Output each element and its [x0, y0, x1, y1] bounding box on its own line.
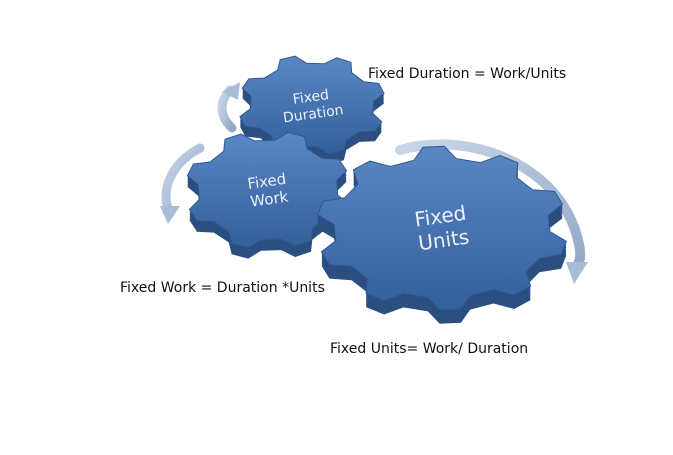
caption-fixed-work: Fixed Work = Duration *Units [120, 280, 325, 296]
gear-label-work: Fixed [246, 170, 287, 193]
caption-fixed-units: Fixed Units= Work/ Duration [330, 341, 529, 357]
caption-fixed-duration: Fixed Duration = Work/Units [368, 66, 567, 82]
arrow-duration-up [217, 82, 240, 133]
gear-face [186, 131, 350, 249]
gear-face [239, 55, 385, 155]
arrow-work-left [160, 143, 205, 224]
gear-label-duration: Fixed [292, 87, 330, 108]
gear-label-work: Work [249, 188, 289, 211]
gear-face [317, 145, 567, 311]
